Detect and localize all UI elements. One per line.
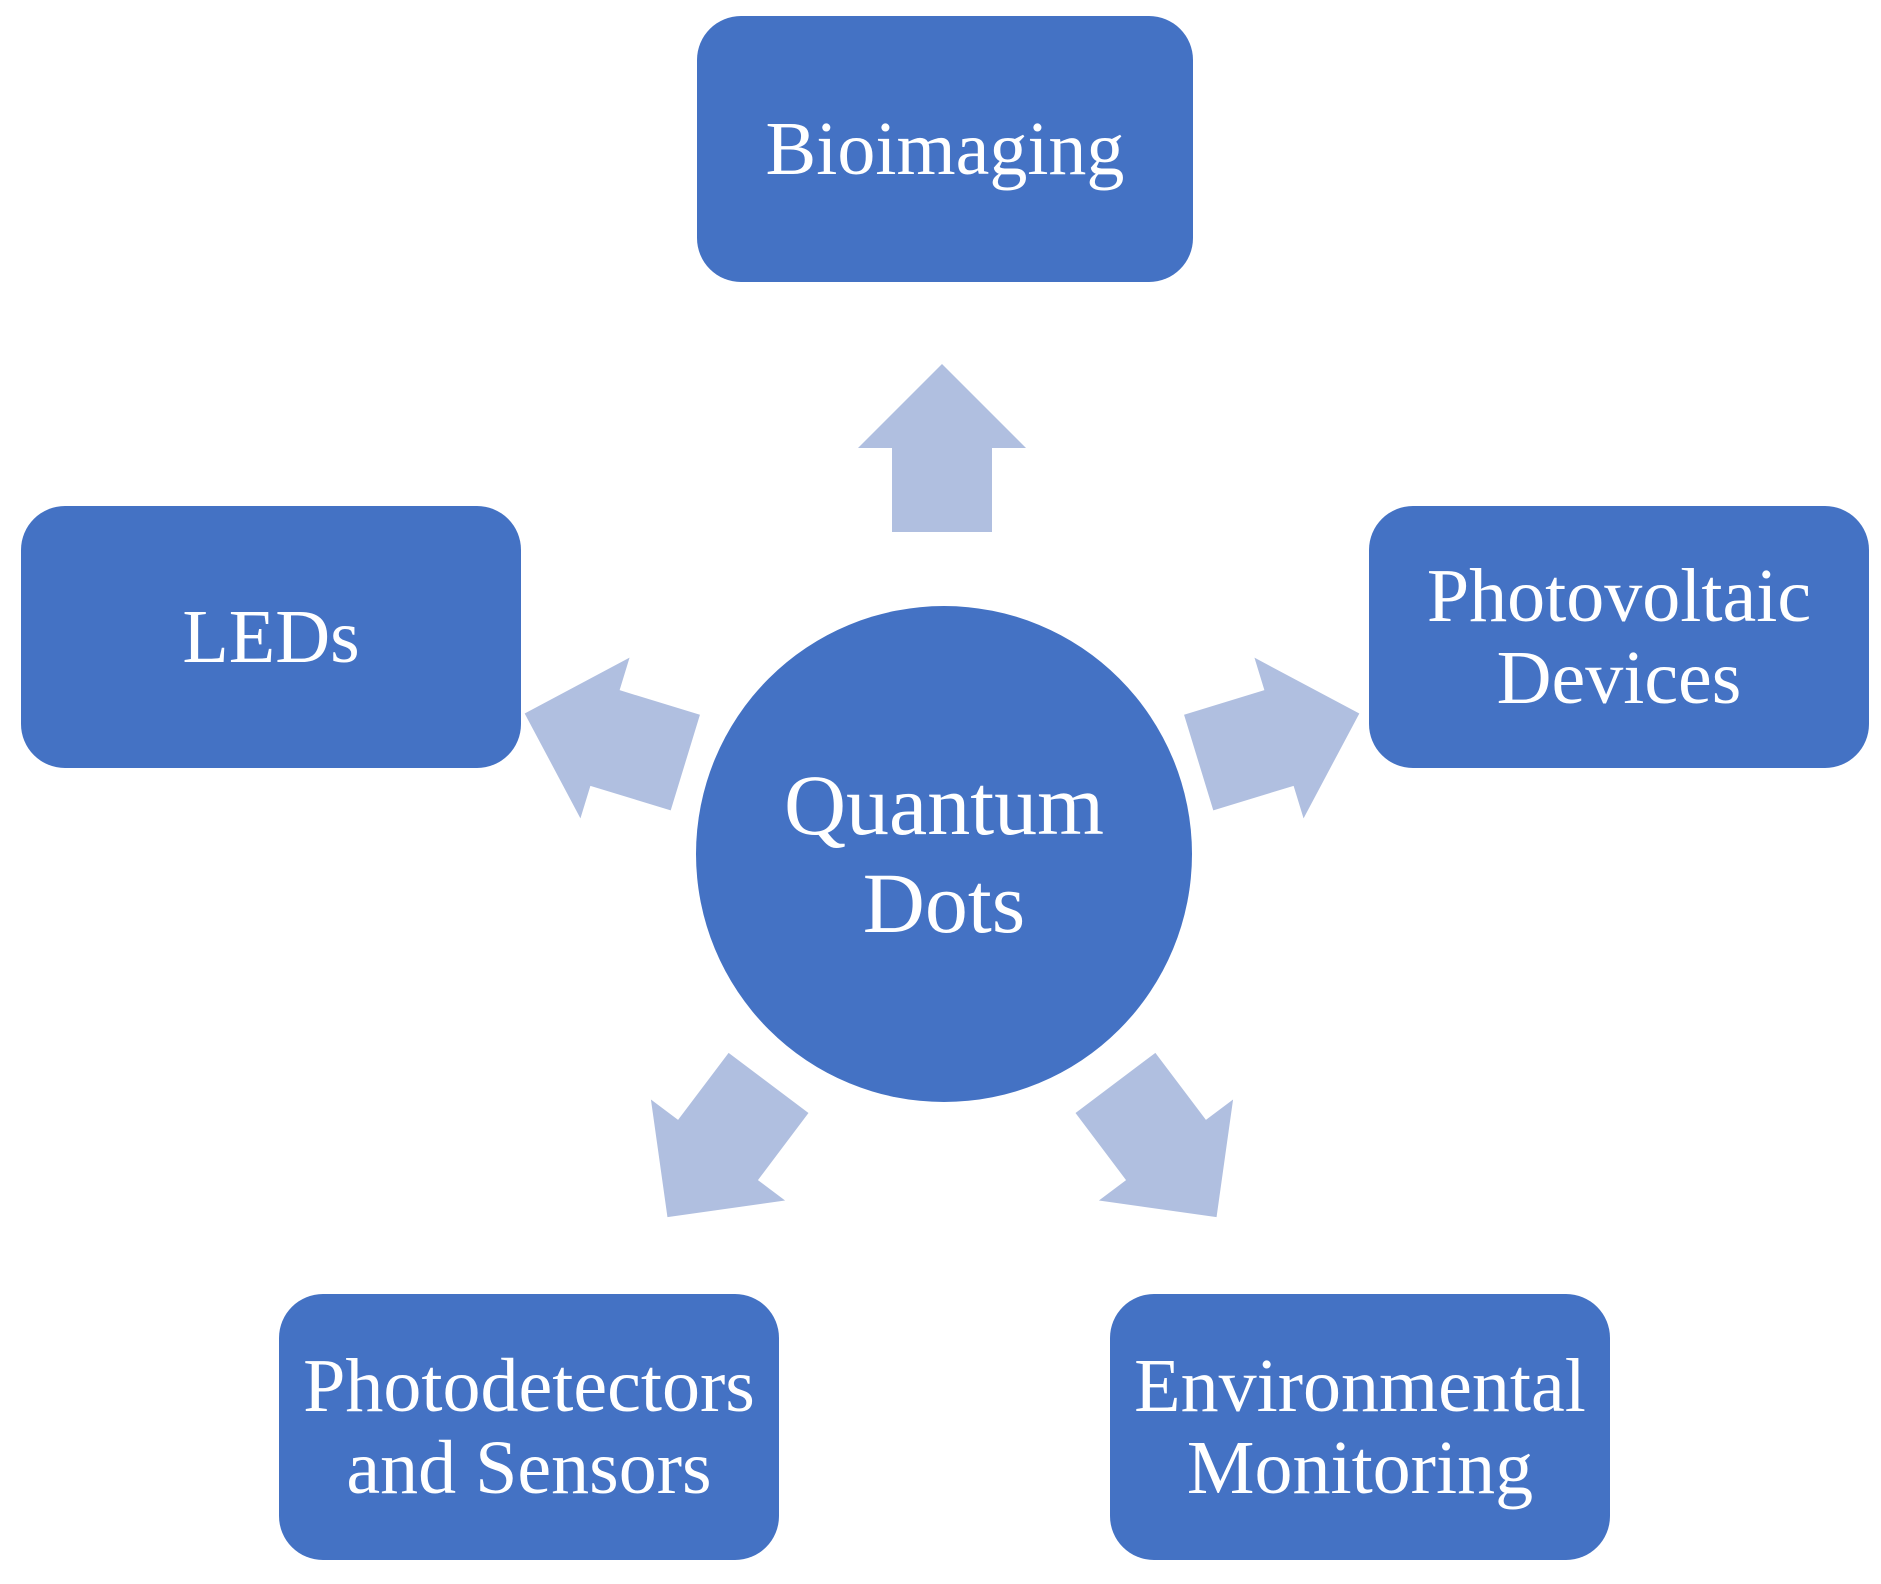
node-leds-label: LEDs — [182, 594, 360, 679]
node-photovoltaic-line1: Photovoltaic — [1426, 553, 1812, 638]
node-photodetectors-line2: and Sensors — [346, 1426, 712, 1510]
center-quantum-dots: Quantum Dots — [696, 606, 1192, 1102]
arrow-to-photodetectors — [650, 1052, 809, 1218]
arrow-to-leds — [524, 657, 700, 819]
arrow-to-environmental — [1075, 1052, 1234, 1218]
arrow-to-bioimaging — [858, 364, 1026, 532]
node-environmental-line1: Environmental — [1134, 1343, 1586, 1428]
node-photovoltaic-line2: Devices — [1496, 636, 1742, 720]
node-photodetectors-line1: Photodetectors — [303, 1343, 755, 1428]
node-photodetectors-and-sensors: Photodetectors and Sensors — [279, 1294, 779, 1560]
arrow-to-photovoltaic — [1184, 657, 1360, 819]
node-bioimaging-label: Bioimaging — [765, 106, 1125, 191]
center-line1: Quantum — [783, 756, 1105, 853]
node-bioimaging: Bioimaging — [697, 16, 1193, 282]
node-environmental-line2: Monitoring — [1186, 1426, 1534, 1510]
node-leds: LEDs — [21, 506, 521, 768]
center-line2: Dots — [862, 855, 1026, 951]
node-photovoltaic-devices: Photovoltaic Devices — [1369, 506, 1869, 768]
node-environmental-monitoring: Environmental Monitoring — [1110, 1294, 1610, 1560]
